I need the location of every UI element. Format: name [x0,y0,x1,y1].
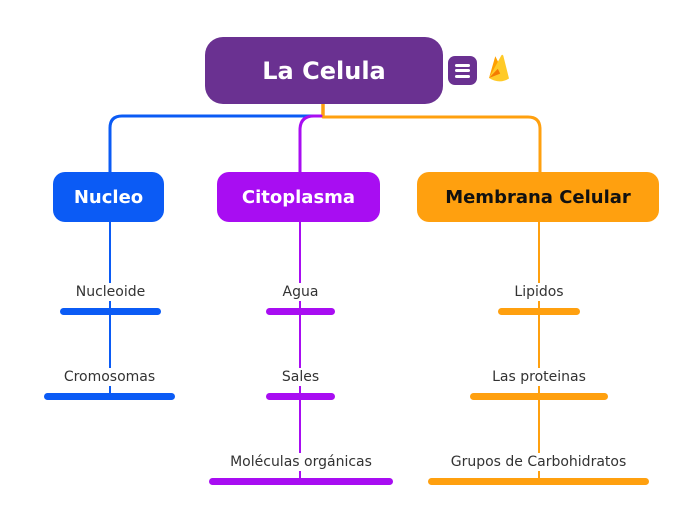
branch-node-citoplasma[interactable]: Citoplasma [217,172,380,222]
root-node[interactable]: La Celula [205,37,443,104]
subtopic-underline [44,393,175,400]
subtopic-cromosomas[interactable]: Cromosomas [44,368,175,400]
branch-label: Citoplasma [241,186,356,208]
connector-root-citoplasma [298,114,323,174]
firebase-flame-icon [489,54,509,82]
menu-button[interactable] [448,56,477,85]
connector-root-nucleo [108,114,320,174]
subtopic-underline [470,393,608,400]
subtopic-label: Sales [276,368,325,386]
subtopic-underline [266,308,335,315]
branch-label: Membrana Celular [445,186,631,208]
subtopic-underline [428,478,649,485]
subtopic-underline [209,478,393,485]
hamburger-menu-icon [455,63,470,78]
subtopic-label: Lipidos [509,283,569,301]
subtopic-underline [266,393,335,400]
subtopic-grupos-de-carbohidratos[interactable]: Grupos de Carbohidratos [428,453,649,485]
subtopic-label: Nucleoide [70,283,151,301]
subtopic-label: Moléculas orgánicas [225,453,377,471]
subtopic-sales[interactable]: Sales [266,368,335,400]
branch-node-membrana-celular[interactable]: Membrana Celular [417,172,659,222]
root-node-label: La Celula [262,56,386,85]
subtopic-moleculas-organicas[interactable]: Moléculas orgánicas [209,453,393,485]
connector-root-membrana [321,115,542,174]
subtopic-label: Las proteinas [487,368,591,386]
subtopic-label: Cromosomas [58,368,161,386]
subtopic-underline [60,308,161,315]
subtopic-label: Grupos de Carbohidratos [445,453,632,471]
subtopic-underline [498,308,580,315]
subtopic-agua[interactable]: Agua [266,283,335,315]
subtopic-lipidos[interactable]: Lipidos [498,283,580,315]
branch-node-nucleo[interactable]: Nucleo [53,172,164,222]
branch-label: Nucleo [73,186,144,208]
subtopic-nucleoide[interactable]: Nucleoide [60,283,161,315]
subtopic-las-proteinas[interactable]: Las proteinas [470,368,608,400]
subtopic-label: Agua [277,283,324,301]
